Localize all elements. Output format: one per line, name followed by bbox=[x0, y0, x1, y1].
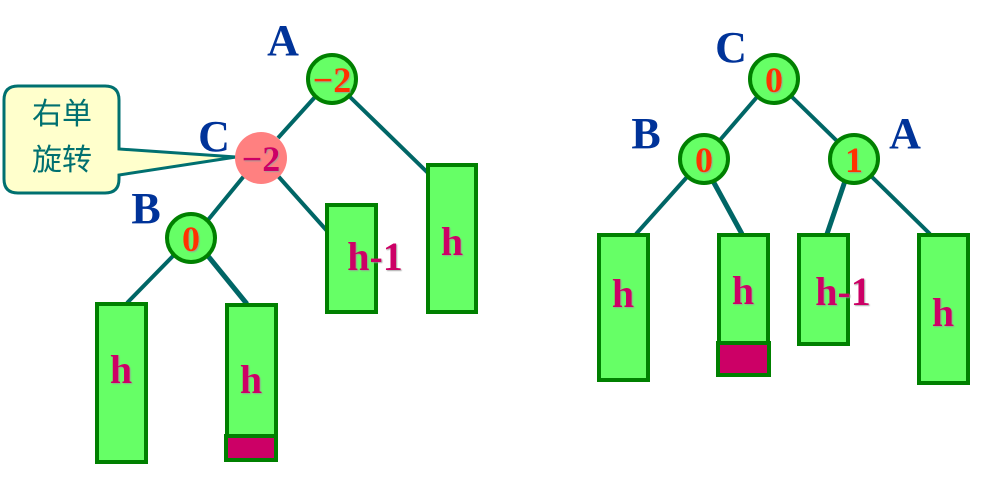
right-subtree-B-left: h bbox=[597, 233, 650, 382]
left-tree-edges bbox=[125, 95, 430, 306]
node-label: A bbox=[267, 16, 299, 65]
subtree-height-label: h bbox=[240, 357, 262, 402]
node-circle-highlighted bbox=[235, 132, 287, 184]
subtree-box bbox=[225, 303, 278, 440]
subtree-height-label: h bbox=[441, 219, 463, 264]
right-node-A: 1 A bbox=[828, 109, 921, 185]
edge-B-right-subtree bbox=[206, 254, 249, 306]
left-subtree-C-right: h-1 bbox=[325, 203, 403, 314]
subtree-box bbox=[325, 203, 378, 314]
balance-factor: 1 bbox=[845, 140, 863, 180]
edge-C-B bbox=[206, 174, 246, 222]
right-subtree-A-left: h-1 bbox=[797, 233, 871, 346]
subtree-box bbox=[95, 302, 148, 464]
node-circle bbox=[306, 53, 358, 105]
balance-factor: −2 bbox=[313, 60, 352, 100]
subtree-height-label: h bbox=[732, 268, 754, 313]
left-subtree-A-right: h bbox=[426, 163, 478, 314]
right-node-C: 0 C bbox=[715, 23, 800, 105]
subtree-height-label: h bbox=[110, 347, 132, 392]
balance-factor: 0 bbox=[765, 60, 783, 100]
left-node-C: −2 C bbox=[198, 112, 287, 184]
edge-B-left-subtree bbox=[125, 254, 175, 305]
subtree-height-label: h-1 bbox=[815, 269, 871, 314]
edge-B-right-subtree bbox=[710, 179, 745, 236]
node-circle bbox=[678, 133, 730, 185]
subtree-height-label: h-1 bbox=[347, 234, 403, 279]
right-subtree-A-right: h bbox=[917, 233, 970, 385]
balance-factor: 0 bbox=[695, 140, 713, 180]
right-node-B: 0 B bbox=[631, 109, 730, 185]
callout-right-rotation: 右单 旋转 bbox=[2, 84, 237, 195]
callout-bubble bbox=[2, 84, 237, 195]
edge-A-left-subtree bbox=[824, 180, 848, 235]
left-subtree-B-left: h bbox=[95, 302, 148, 464]
inserted-node-block bbox=[716, 341, 771, 377]
callout-line-1: 右单 bbox=[32, 97, 92, 132]
node-circle bbox=[748, 53, 800, 105]
edge-C-right-subtree bbox=[276, 174, 330, 234]
edge-A-right-subtree bbox=[870, 175, 932, 236]
balance-factor: −2 bbox=[242, 139, 281, 179]
edge-A-C bbox=[276, 95, 317, 140]
left-tree: 右单 旋转 h h-1 h h −2 A −2 C bbox=[2, 16, 478, 464]
subtree-height-label: h bbox=[612, 271, 634, 316]
edge-A-right-subtree bbox=[348, 95, 430, 175]
left-subtree-B-right: h bbox=[224, 303, 278, 462]
subtree-box bbox=[917, 233, 970, 385]
right-subtree-B-right: h bbox=[716, 233, 771, 377]
left-node-A: −2 A bbox=[267, 16, 358, 105]
subtree-box bbox=[597, 233, 650, 382]
node-label: C bbox=[198, 112, 230, 161]
node-label: A bbox=[889, 109, 921, 158]
balance-factor: 0 bbox=[182, 219, 200, 259]
node-circle bbox=[165, 212, 217, 264]
subtree-height-label: h bbox=[932, 290, 954, 335]
subtree-box bbox=[426, 163, 478, 314]
edge-C-B bbox=[718, 95, 759, 142]
left-node-B: 0 B bbox=[131, 184, 217, 264]
right-tree-edges bbox=[634, 95, 932, 236]
node-label: B bbox=[631, 109, 660, 158]
callout-line-2: 旋转 bbox=[32, 143, 92, 178]
node-circle bbox=[828, 133, 880, 185]
subtree-box bbox=[797, 233, 850, 346]
inserted-node-block bbox=[224, 434, 278, 462]
right-tree: h h h-1 h 0 C 0 B 1 A bbox=[597, 23, 970, 385]
edge-B-left-subtree bbox=[634, 175, 689, 236]
edge-C-A bbox=[790, 95, 839, 143]
node-label: B bbox=[131, 184, 160, 233]
subtree-box bbox=[717, 233, 770, 346]
node-label: C bbox=[715, 23, 747, 72]
